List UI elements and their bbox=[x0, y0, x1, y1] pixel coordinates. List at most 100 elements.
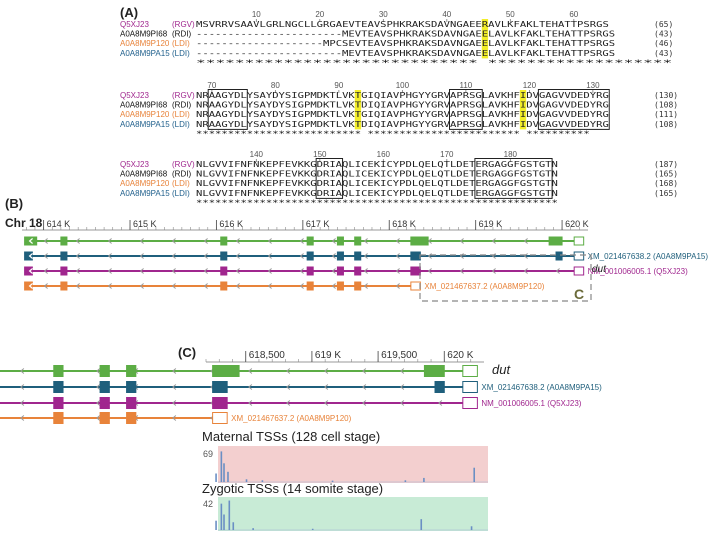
maternal-track-bg bbox=[218, 446, 488, 483]
transcript-label: NM_001006005.1 (Q5XJ23) bbox=[588, 267, 688, 276]
exon-block bbox=[24, 236, 38, 246]
exon-block bbox=[126, 412, 137, 424]
transcript-label: XM_021467638.2 (A0A8M9PA15) bbox=[588, 252, 709, 261]
sequence-id: A0A8M9PI68 bbox=[120, 30, 168, 39]
strand-arrow bbox=[107, 283, 112, 289]
strand-arrow bbox=[555, 268, 560, 274]
zoom-tick-label: 619,500 bbox=[381, 350, 418, 361]
strand-arrow bbox=[363, 268, 368, 274]
sequence-length: (46) bbox=[654, 39, 673, 48]
exon-block bbox=[212, 381, 228, 393]
exon-block bbox=[53, 381, 64, 393]
sequence-residues: -----------------------MEVTEAVSPHKRAKSDA… bbox=[196, 29, 615, 39]
tss-peak bbox=[220, 503, 223, 530]
sequence-residues: NRAAGYDLYSAYDYSIGPMDKTLVKTGIQIAVPHGYYGRV… bbox=[196, 90, 609, 100]
exon-block bbox=[53, 365, 64, 377]
ruler-label: 180 bbox=[504, 150, 518, 159]
consensus-line: ****************************************… bbox=[196, 197, 558, 207]
sequence-length: (43) bbox=[654, 30, 673, 39]
ruler-label: 50 bbox=[506, 10, 515, 19]
sequence-tag: (LDI) bbox=[172, 110, 190, 119]
strand-arrow bbox=[203, 253, 208, 259]
ruler-label: 100 bbox=[396, 81, 410, 90]
tss-peak bbox=[404, 480, 407, 482]
strand-arrow bbox=[331, 253, 336, 259]
strand-arrow bbox=[235, 268, 240, 274]
exon-block bbox=[573, 236, 585, 246]
strand-arrow bbox=[267, 238, 272, 244]
tss-peak bbox=[220, 451, 223, 482]
exon-block bbox=[212, 397, 228, 409]
strand-arrow bbox=[139, 238, 144, 244]
ruler-label: 130 bbox=[586, 81, 600, 90]
strand-arrow bbox=[523, 238, 528, 244]
sequence-length: (43) bbox=[654, 49, 673, 58]
strand-arrow bbox=[43, 283, 48, 289]
strand-arrow bbox=[172, 415, 177, 421]
tss-peak bbox=[232, 522, 235, 530]
strand-arrow bbox=[20, 415, 25, 421]
sequence-residues: MSVRRVSAAVLGRLNGCLLGRGAEVTEAVSPHKRAKSDAV… bbox=[196, 19, 609, 29]
transcript: NM_001006005.1 (Q5XJ23) bbox=[0, 397, 582, 409]
exon-block bbox=[410, 266, 421, 276]
strand-arrow bbox=[248, 368, 253, 374]
strand-arrow bbox=[523, 253, 528, 259]
tss-peak bbox=[245, 479, 248, 482]
maternal-track-title: Maternal TSSs (128 cell stage) bbox=[202, 429, 380, 444]
transcript: XM_021467637.2 (A0A8M9P120) bbox=[24, 281, 545, 291]
transcript: XM_021467638.2 (A0A8M9PA15) bbox=[0, 381, 602, 393]
exon-block bbox=[220, 281, 228, 291]
exon-block bbox=[126, 365, 137, 377]
ruler-tick-label: 616 K bbox=[219, 219, 243, 229]
transcript-label: XM_021467638.2 (A0A8M9PA15) bbox=[481, 383, 602, 392]
strand-arrow bbox=[203, 283, 208, 289]
strand-arrow bbox=[172, 368, 177, 374]
consensus-line: ************************** *************… bbox=[196, 128, 590, 138]
maternal-ymax: 69 bbox=[203, 449, 213, 459]
strand-arrow bbox=[491, 238, 496, 244]
strand-arrow bbox=[362, 400, 367, 406]
sequence-id: Q5XJ23 bbox=[120, 91, 149, 100]
sequence-tag: (LDI) bbox=[172, 189, 190, 198]
exon-block bbox=[555, 251, 563, 261]
exon-block bbox=[573, 266, 585, 276]
transcript: XM_021467637.2 (A0A8M9P120) bbox=[0, 412, 352, 424]
strand-arrow bbox=[43, 238, 48, 244]
strand-arrow bbox=[459, 268, 464, 274]
ruler-tick-label: 614 K bbox=[47, 219, 71, 229]
exon-block bbox=[99, 412, 110, 424]
strand-arrow bbox=[172, 400, 177, 406]
sequence-tag: (RDI) bbox=[172, 30, 191, 39]
tss-peak bbox=[261, 480, 264, 482]
ruler-tick-label: 620 K bbox=[565, 219, 589, 229]
strand-arrow bbox=[107, 253, 112, 259]
ruler-tick-label: 619 K bbox=[479, 219, 503, 229]
strand-arrow bbox=[235, 283, 240, 289]
strand-arrow bbox=[139, 283, 144, 289]
exon-block bbox=[24, 266, 33, 276]
strand-arrow bbox=[43, 268, 48, 274]
sequence-id: A0A8M9PA15 bbox=[120, 120, 170, 129]
zygotic-track-title: Zygotic TSSs (14 somite stage) bbox=[202, 481, 383, 496]
exon-block bbox=[462, 397, 478, 409]
ruler-label: 30 bbox=[379, 10, 388, 19]
ruler-label: 110 bbox=[459, 81, 472, 90]
strand-arrow bbox=[523, 268, 528, 274]
residue-highlight bbox=[481, 19, 489, 59]
strand-arrow bbox=[43, 253, 48, 259]
strand-arrow bbox=[363, 238, 368, 244]
sequence-tag: (RGV) bbox=[172, 91, 195, 100]
zoom-tick-label: 618,500 bbox=[249, 350, 286, 361]
tss-peak bbox=[311, 528, 314, 530]
exon-block bbox=[126, 381, 137, 393]
sequence-residues: NLGVVIFNFNKEPFEVKKGDRIAQLICEKICYPDLQELQT… bbox=[196, 169, 558, 179]
strand-arrow bbox=[96, 400, 101, 406]
strand-arrow bbox=[75, 268, 80, 274]
exon-block bbox=[434, 381, 445, 393]
sequence-length: (168) bbox=[654, 179, 678, 188]
strand-arrow bbox=[362, 368, 367, 374]
sequence-id: Q5XJ23 bbox=[120, 160, 149, 169]
exon-block bbox=[306, 266, 314, 276]
exon-block bbox=[410, 251, 421, 261]
